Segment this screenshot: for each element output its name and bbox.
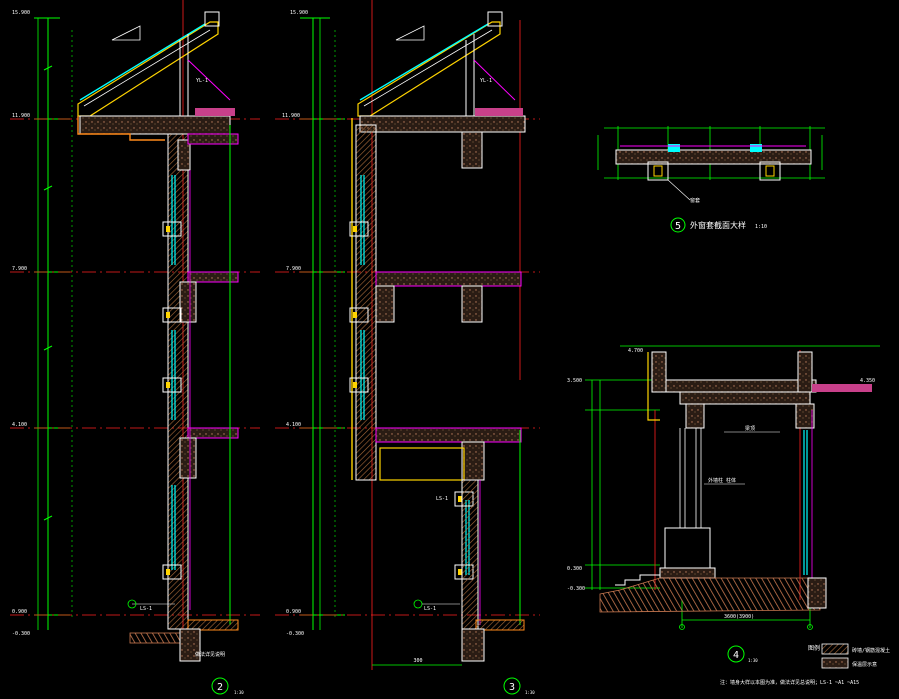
s3-callout-mid: LS-1 bbox=[436, 496, 448, 502]
d4-note-beam: 梁顶 bbox=[745, 425, 755, 432]
s3-callout-base: LS-1 bbox=[424, 606, 436, 612]
s2-note-base: 做法详见说明 bbox=[195, 651, 225, 658]
legend-swatch-1 bbox=[821, 643, 849, 655]
d4-elev-low: 0.300 bbox=[567, 566, 582, 572]
detail-5-title: 外窗套截面大样 bbox=[690, 220, 746, 230]
s3-elev-base: 0.900 bbox=[286, 609, 301, 615]
section-3-number: 3 bbox=[509, 682, 515, 693]
s2-callout-top: YL-1 bbox=[196, 78, 208, 84]
s2-elev-ground: -0.300 bbox=[12, 631, 30, 637]
s2-elev-top: 15.900 bbox=[12, 10, 30, 16]
s3-elev-mid: 7.900 bbox=[286, 266, 301, 272]
detail-4-entrance-section: 4 1:30 4.700 3.500 0.300 -0.300 4.350 外墙… bbox=[567, 345, 880, 663]
s2-elev-low: 4.100 bbox=[12, 422, 27, 428]
detail-5-window-frame: 窗套 5 外窗套截面大样 1:10 bbox=[597, 126, 825, 233]
s2-elev-base: 0.900 bbox=[12, 609, 27, 615]
section-2-number: 2 bbox=[217, 682, 223, 693]
s2-elev-eave: 11.900 bbox=[12, 113, 30, 119]
s3-elev-top: 15.900 bbox=[290, 10, 308, 16]
s3-elev-eave: 11.900 bbox=[282, 113, 300, 119]
detail-4-scale: 1:30 bbox=[748, 658, 758, 663]
s2-elev-mid: 7.900 bbox=[12, 266, 27, 272]
legend-item-1: 砖墙/钢筋混凝土 bbox=[852, 647, 890, 654]
d4-elev-ground: -0.300 bbox=[567, 586, 585, 592]
d4-note-column: 外墙柱 柱体 bbox=[708, 477, 736, 484]
s3-bottom-dim: 300 bbox=[413, 658, 422, 664]
s3-callout-top: YL-1 bbox=[480, 78, 492, 84]
s2-callout-base: LS-1 bbox=[140, 606, 152, 612]
legend-item-2: 保温层示意 bbox=[852, 661, 877, 668]
section-2-scale: 1:30 bbox=[234, 690, 244, 695]
legend: 图例 砖墙/钢筋混凝土 保温层示意 bbox=[808, 643, 890, 669]
s3-elev-low: 4.100 bbox=[286, 422, 301, 428]
footer-note: 注：墙身大样以本图为准，做法详见总说明；LS-1 ~A1 ~A15 bbox=[720, 679, 859, 686]
detail-5-scale: 1:10 bbox=[755, 224, 767, 230]
legend-swatch-2 bbox=[821, 657, 849, 669]
detail-4-number: 4 bbox=[733, 650, 739, 661]
s3-elev-ground: -0.300 bbox=[286, 631, 304, 637]
d4-elev-mid: 3.500 bbox=[567, 378, 582, 384]
detail-5-number: 5 bbox=[675, 221, 681, 232]
legend-title: 图例 bbox=[808, 644, 820, 652]
d4-bottom-dim: 3600(3900) bbox=[724, 614, 754, 620]
wall-section-3: 300 3 1:30 15.900 11.900 7.900 4.100 0.9… bbox=[275, 0, 540, 695]
d4-elev-top: 4.700 bbox=[628, 348, 643, 354]
detail-5-note: 窗套 bbox=[690, 197, 700, 204]
section-3-scale: 1:30 bbox=[525, 690, 535, 695]
wall-section-2: 2 1:30 15.900 11.900 7.900 4.100 0.900 -… bbox=[10, 0, 260, 695]
d4-elev-right: 4.350 bbox=[860, 378, 875, 384]
